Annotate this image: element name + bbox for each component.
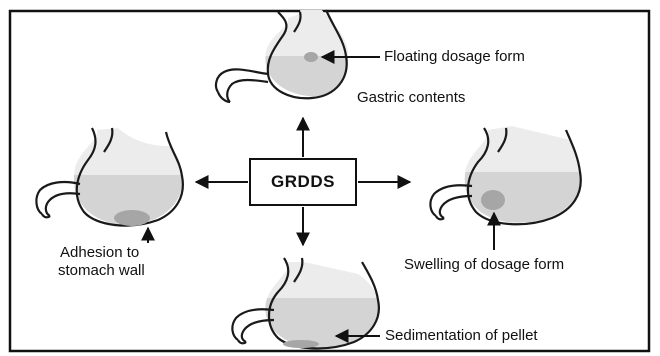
- swelling-label: Swelling of dosage form: [404, 256, 564, 274]
- grdds-label: GRDDS: [271, 172, 335, 192]
- grdds-box: GRDDS: [249, 158, 357, 206]
- floating-dosage-form-label: Floating dosage form: [384, 48, 525, 66]
- stomach-bottom: [232, 258, 400, 356]
- floating-dosage-form: [304, 52, 318, 62]
- stomach-right: [430, 126, 600, 242]
- adhesion-label-line1: Adhesion to: [60, 244, 139, 262]
- swollen-dosage-form: [481, 190, 505, 210]
- adhesion-label-line2: stomach wall: [58, 262, 145, 280]
- sedimented-pellet: [283, 340, 319, 348]
- stomach-top: [216, 10, 370, 116]
- adhered-dosage-form: [114, 210, 150, 226]
- sedimentation-label: Sedimentation of pellet: [385, 327, 538, 345]
- gastric-fluid-left: [60, 175, 200, 245]
- gastric-contents-label: Gastric contents: [357, 89, 465, 107]
- stomach-left: [36, 128, 200, 245]
